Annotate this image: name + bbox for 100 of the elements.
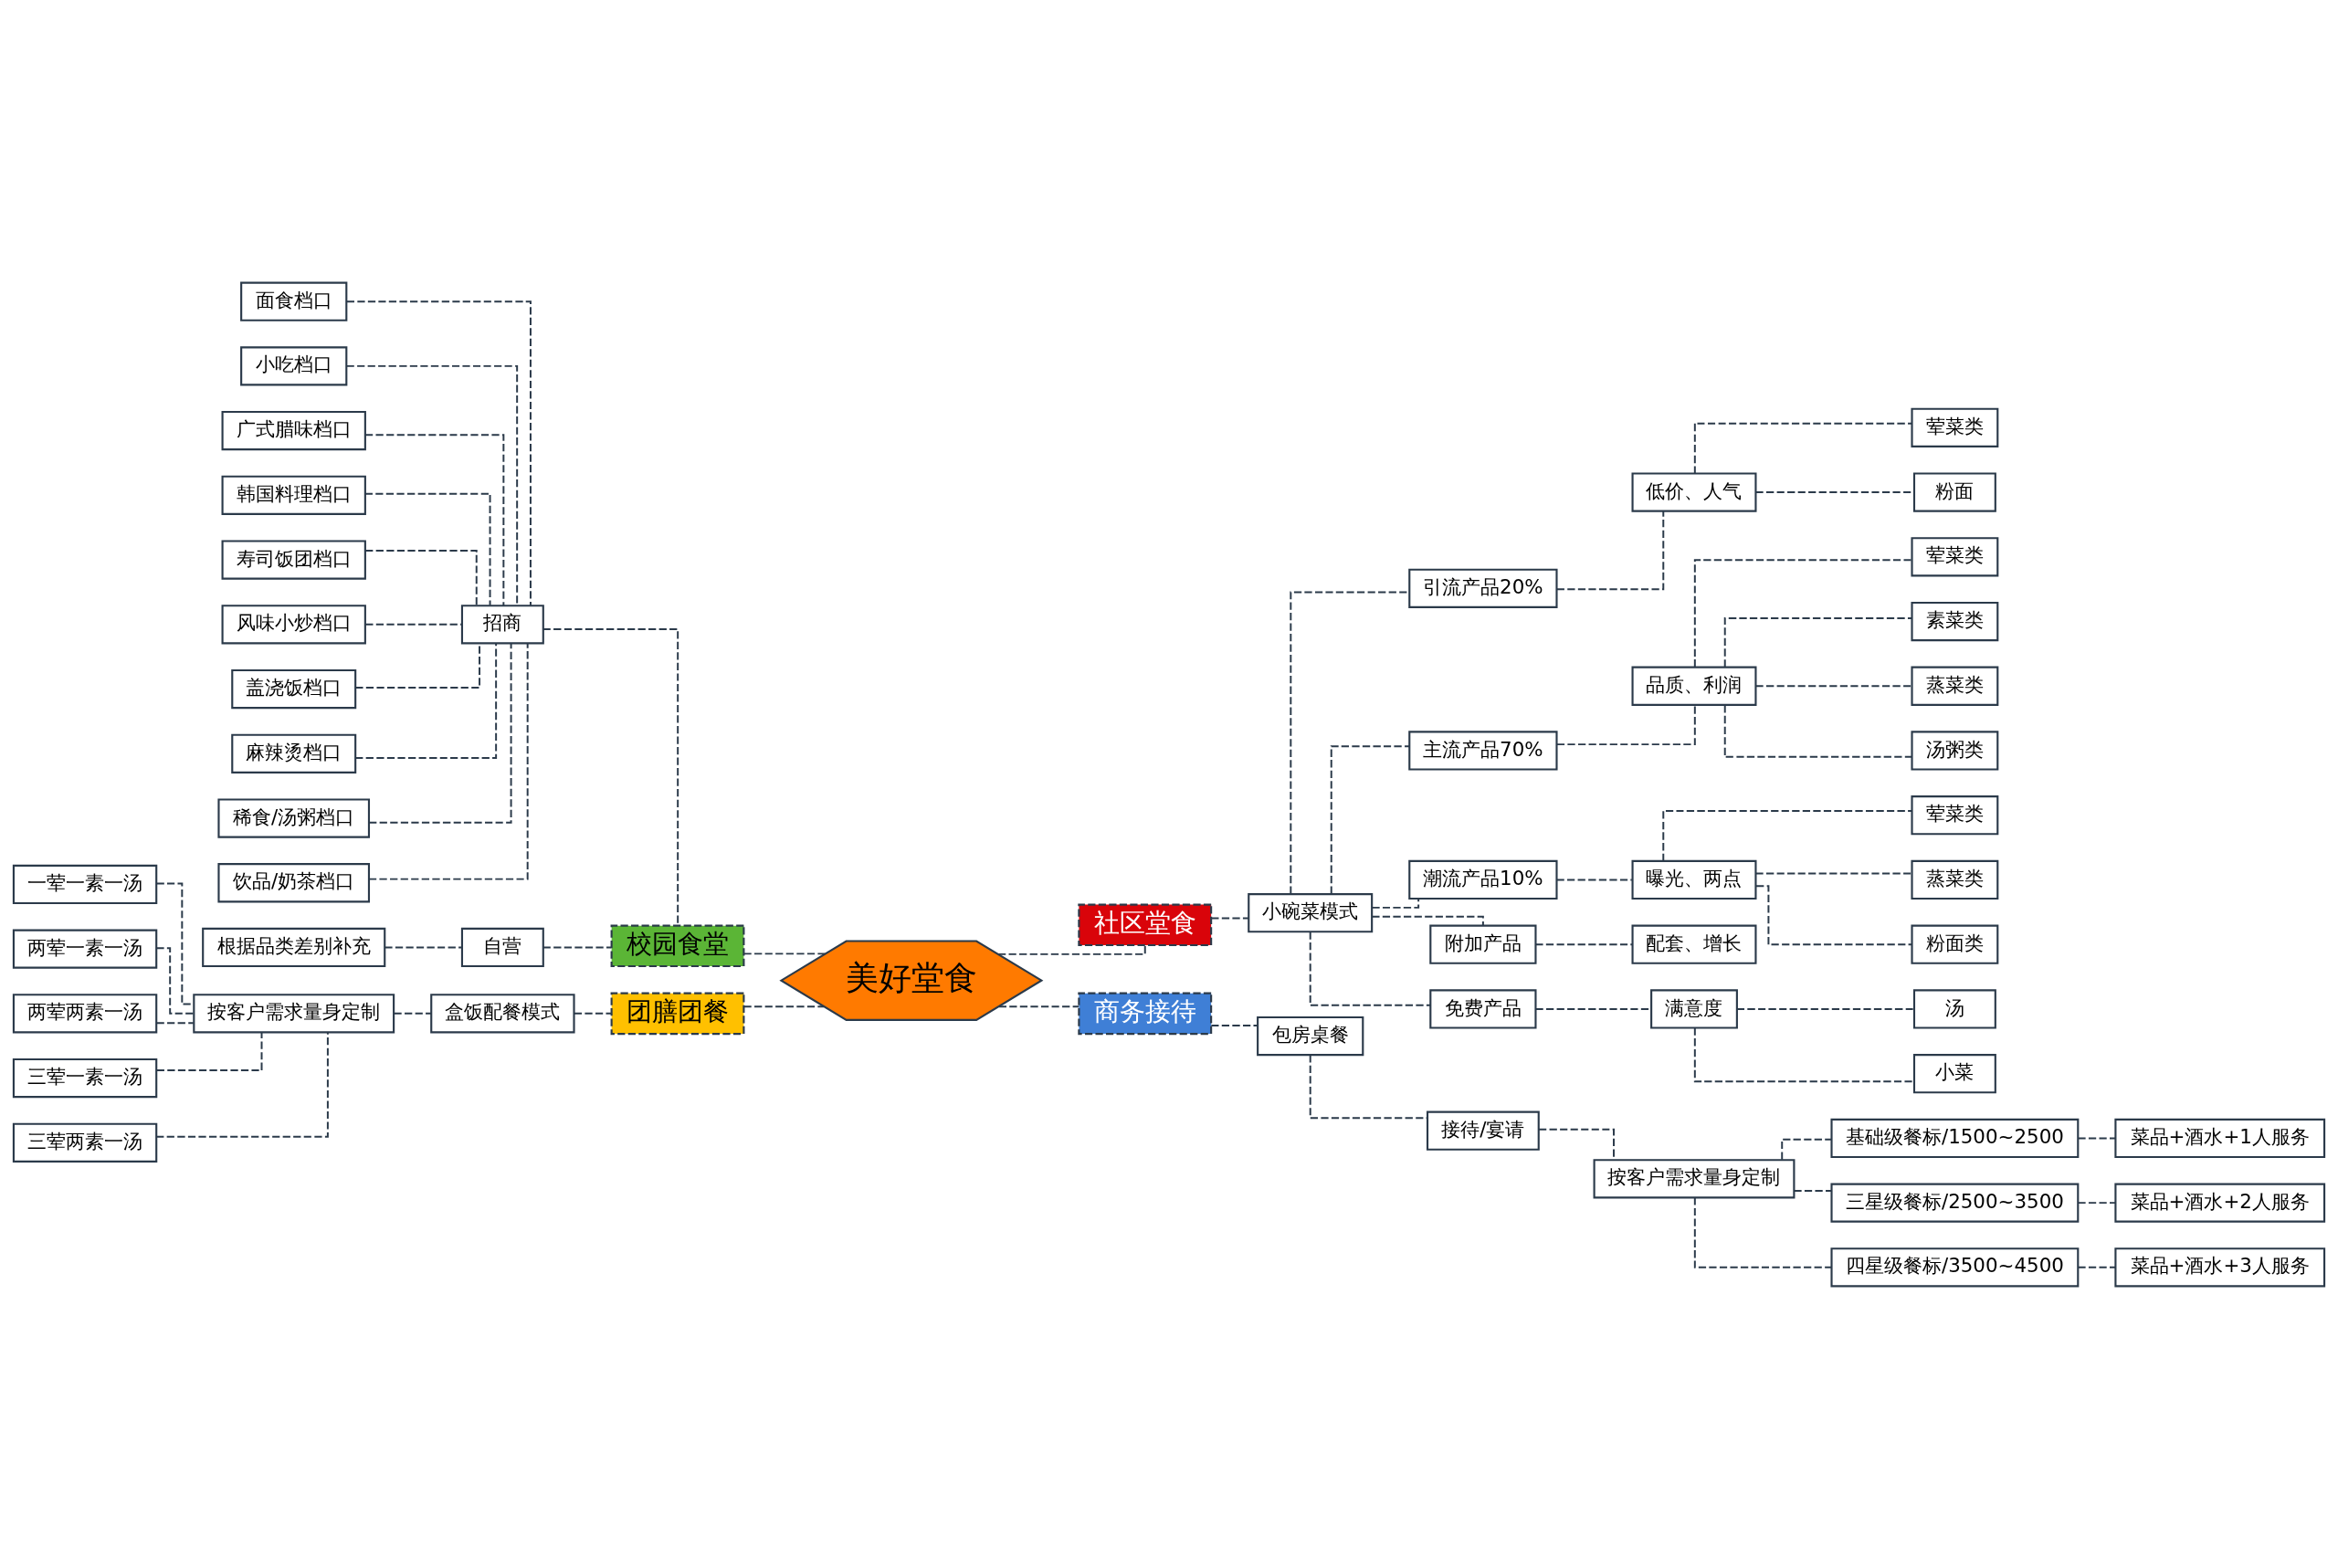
node-box: 曝光、两点 (1631, 859, 1757, 900)
connector (1781, 1138, 1833, 1161)
node-box: 小菜 (1912, 1053, 1996, 1093)
connector (1290, 590, 1411, 895)
node-box: 稀食/汤粥档口 (217, 797, 371, 838)
connector (345, 300, 532, 606)
connector (354, 642, 498, 759)
connector (368, 642, 529, 880)
node-box: 寿司饭团档口 (221, 539, 366, 580)
connector (1736, 1007, 1915, 1010)
node-box: 盒饭配餐模式 (430, 993, 575, 1033)
node-box: 招商 (460, 604, 544, 644)
node-box: 社区堂食 (1078, 903, 1213, 946)
node-box: 荤菜类 (1911, 407, 1999, 447)
node-box: 附加产品 (1429, 924, 1537, 964)
node-box: 根据品类差别补充 (202, 927, 386, 967)
node-box: 小碗菜模式 (1248, 892, 1374, 932)
node-box: 两荤一素一汤 (12, 929, 158, 969)
connector (364, 623, 463, 626)
node-box: 菜品+酒水+2人服务 (2114, 1183, 2326, 1223)
node-box: 三荤一素一汤 (12, 1058, 158, 1098)
connector (2077, 1201, 2117, 1204)
connector (2077, 1136, 2117, 1139)
connector (345, 364, 519, 606)
connector (542, 946, 613, 948)
connector (1534, 942, 1634, 945)
connector (1693, 1195, 1833, 1268)
connector (393, 1012, 433, 1015)
connector (742, 1005, 826, 1007)
node-box: 一荤一素一汤 (12, 864, 158, 904)
node-box: 引流产品20% (1408, 568, 1558, 608)
connector (364, 549, 478, 606)
node-box: 四星级餐标/3500~4500 (1830, 1247, 2080, 1287)
node-box: 品质、利润 (1631, 666, 1757, 706)
node-box: 商务接待 (1078, 992, 1213, 1035)
node-box: 粉面 (1912, 471, 1996, 512)
node-box: 盖浇饭档口 (231, 668, 357, 709)
connector (1555, 878, 1633, 880)
connector (1556, 703, 1696, 745)
node-box: 广式腊味档口 (221, 410, 366, 450)
connector (1723, 703, 1913, 758)
connector (384, 946, 463, 948)
node-box: 荤菜类 (1911, 536, 1999, 576)
node-box: 蒸菜类 (1911, 666, 1999, 706)
connector (368, 642, 512, 824)
node-box: 风味小炒档口 (221, 604, 366, 644)
connector (155, 1031, 329, 1138)
node-box: 接待/宴请 (1426, 1110, 1540, 1151)
connector (1754, 872, 1913, 875)
connector (364, 433, 505, 606)
connector (1371, 897, 1420, 909)
node-box: 主流产品70% (1408, 730, 1558, 771)
node-box: 蒸菜类 (1911, 859, 1999, 900)
node-box: 校园食堂 (610, 924, 745, 967)
node-box: 配套、增长 (1631, 924, 1757, 964)
node-box: 菜品+酒水+1人服务 (2114, 1118, 2326, 1158)
node-box: 免费产品 (1429, 988, 1537, 1029)
node-box: 按客户需求量身定制 (1593, 1158, 1796, 1198)
connector (155, 1021, 195, 1024)
node-box: 荤菜类 (1911, 795, 1999, 835)
node-box: 粉面类 (1911, 924, 1999, 964)
node-box: 三星级餐标/2500~3500 (1830, 1183, 2080, 1223)
connector (1210, 1024, 1259, 1026)
node-box: 按客户需求量身定制 (193, 993, 395, 1033)
connector (155, 1031, 263, 1071)
connector (155, 946, 195, 1015)
connector (1693, 558, 1913, 668)
node-box: 菜品+酒水+3人服务 (2114, 1247, 2326, 1287)
connector (997, 1005, 1080, 1007)
connector (1693, 1026, 1915, 1082)
connector (1330, 744, 1411, 895)
connector (1309, 931, 1432, 1006)
node-box: 两荤两素一汤 (12, 993, 158, 1033)
node-box: 包房桌餐 (1257, 1016, 1364, 1056)
connector (1693, 422, 1913, 474)
node-box: 团膳团餐 (610, 992, 745, 1035)
connector (1210, 916, 1249, 919)
node-box: 汤粥类 (1911, 730, 1999, 771)
connector (1754, 684, 1913, 687)
node-box: 自营 (460, 927, 544, 967)
connector (1555, 510, 1665, 590)
connector (1755, 884, 1913, 945)
node-box: 低价、人气 (1631, 471, 1757, 512)
node-box: 三荤两素一汤 (12, 1122, 158, 1163)
node-box: 满意度 (1650, 988, 1738, 1029)
node-box: 麻辣烫档口 (231, 733, 357, 773)
node-box: 潮流产品10% (1408, 859, 1558, 900)
connector (573, 1012, 613, 1015)
node-box: 素菜类 (1911, 601, 1999, 641)
node-box: 小吃档口 (240, 345, 348, 385)
connector (997, 943, 1146, 955)
connector (1793, 1189, 1833, 1192)
node-box: 韩国料理档口 (221, 475, 366, 515)
connector (2077, 1266, 2117, 1268)
node-box: 饮品/奶茶档口 (217, 862, 371, 902)
node-box: 面食档口 (240, 281, 348, 321)
connector (1723, 616, 1913, 668)
connector (742, 952, 827, 954)
connector (363, 492, 491, 606)
node-box: 汤 (1912, 988, 1996, 1029)
